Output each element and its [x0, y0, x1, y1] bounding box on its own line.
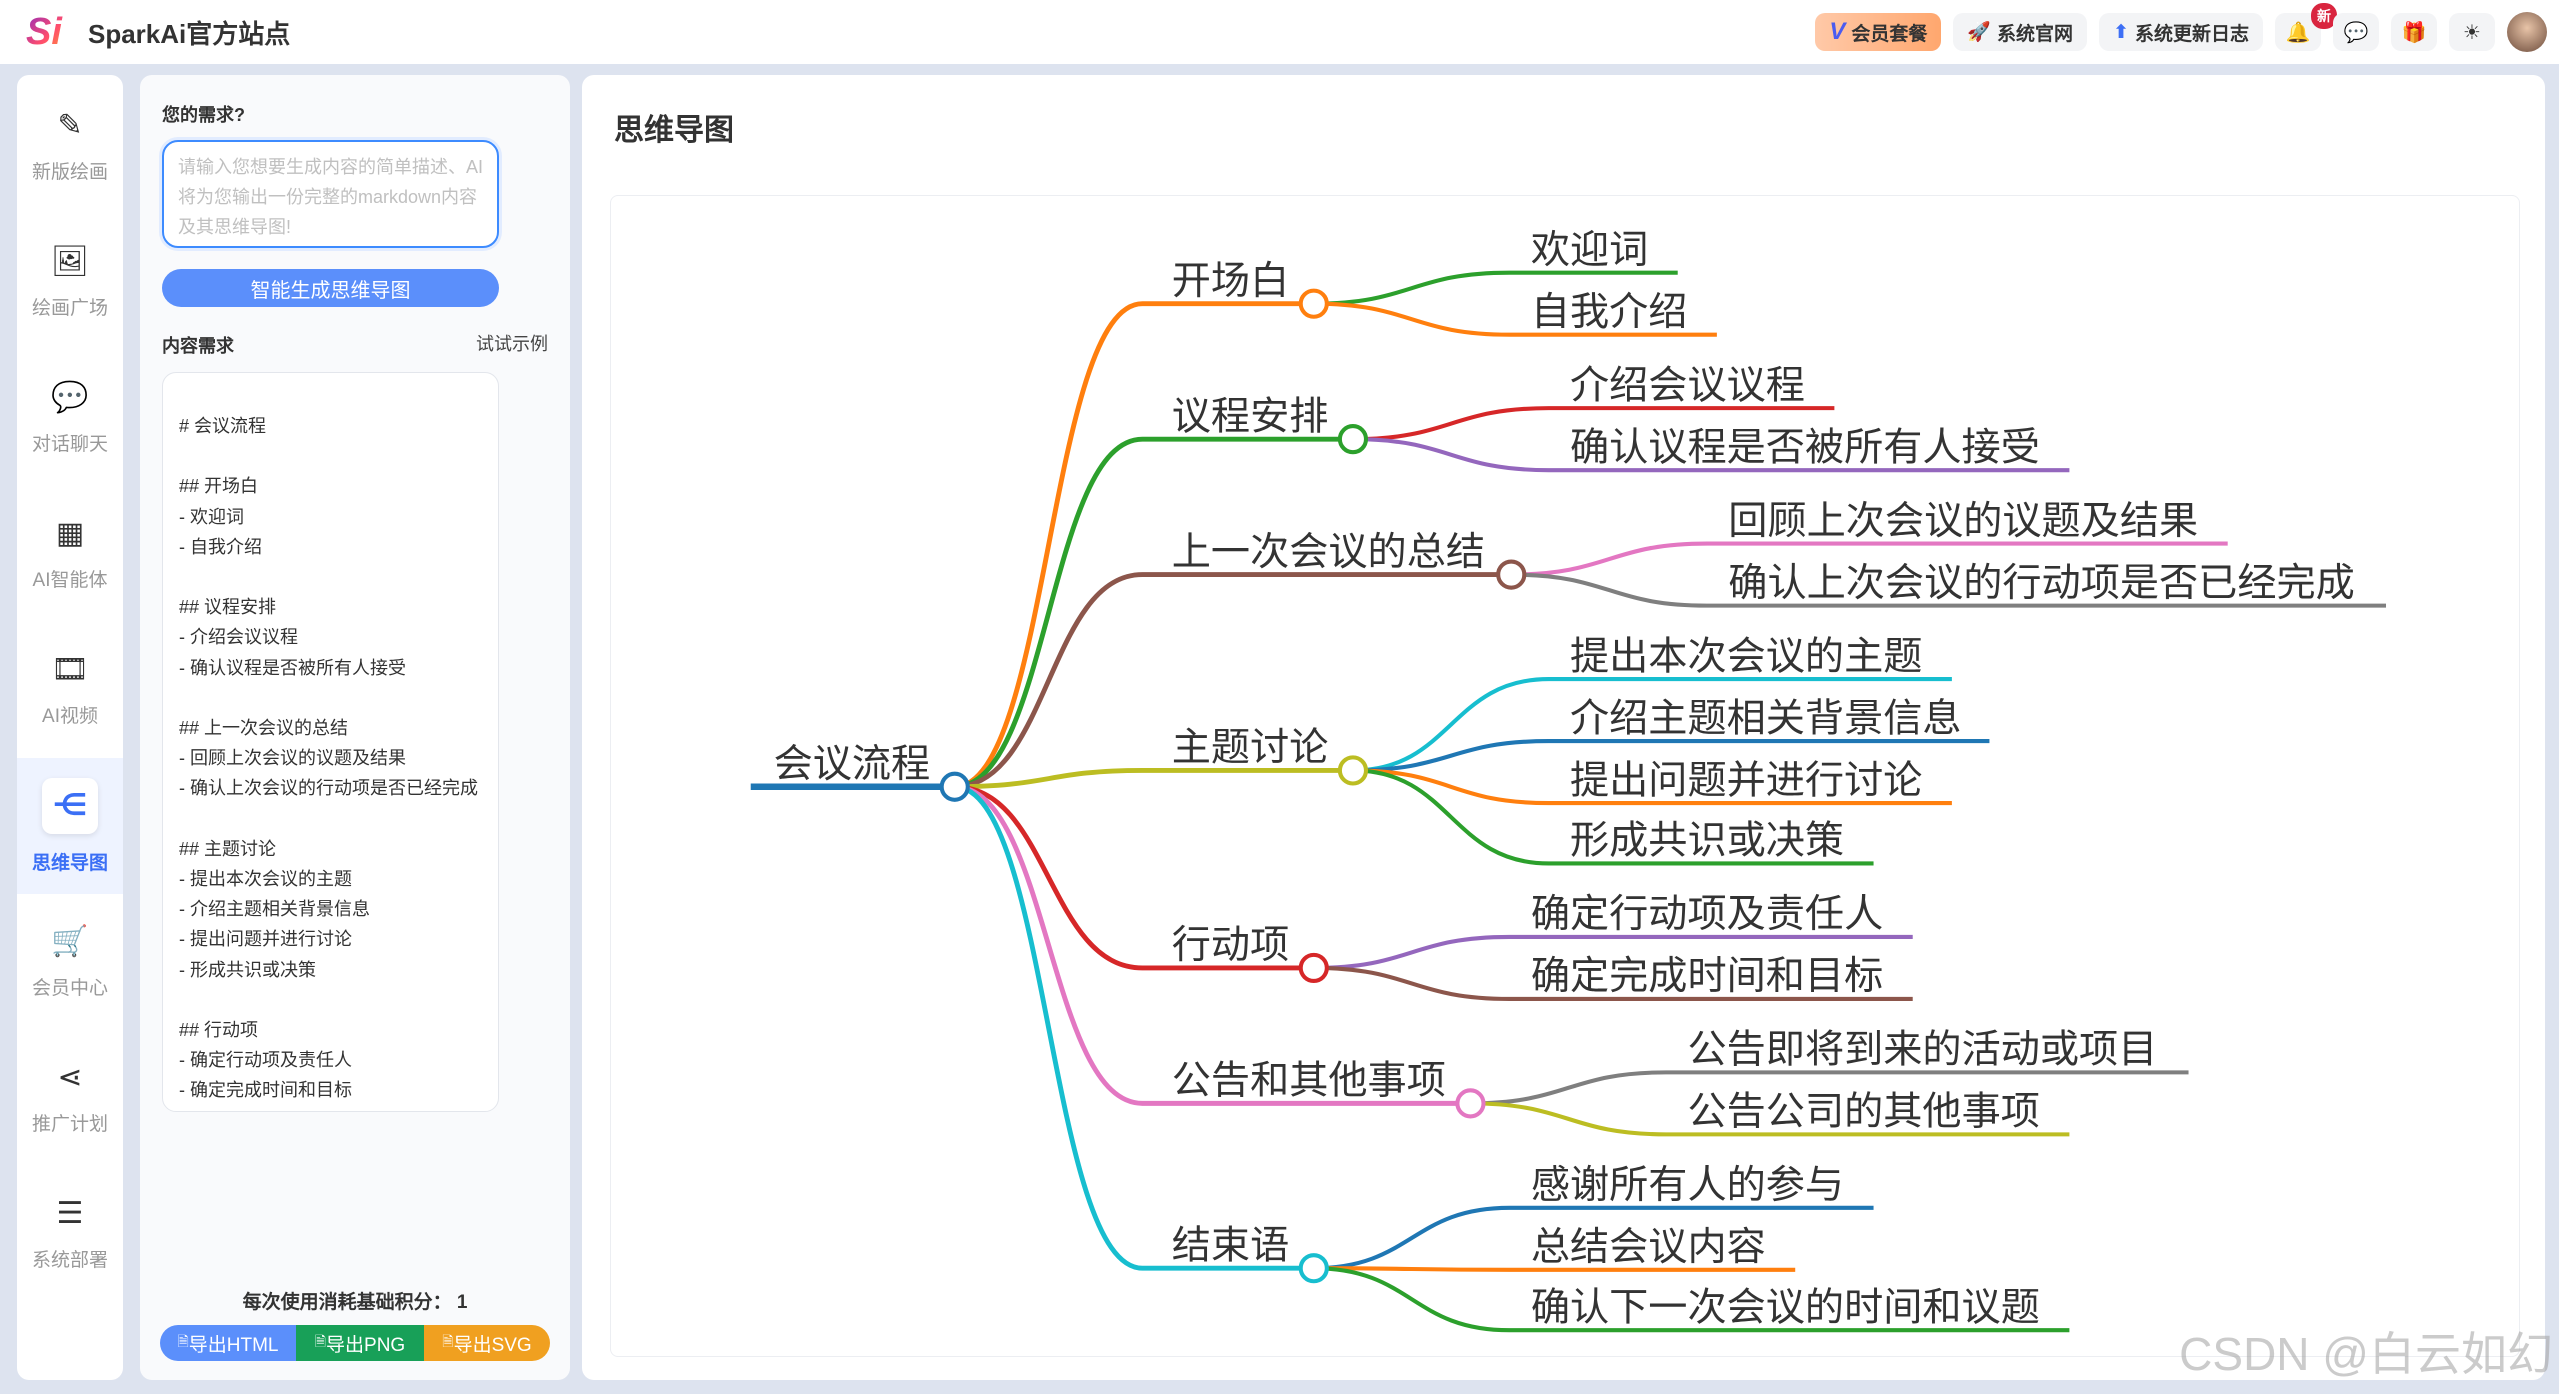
gift-icon: 🎁 — [2401, 21, 2427, 44]
sidebar-item-label: 会员中心 — [31, 978, 108, 999]
sidebar-icon: ▦ — [55, 517, 85, 550]
sidebar-item-1[interactable]: 🖼 绘画广场 — [17, 214, 123, 350]
official-site-button[interactable]: 🚀系统官网 — [1953, 13, 2088, 51]
sidebar-item-label: 推广计划 — [31, 1114, 108, 1135]
sun-icon: ☀ — [2463, 21, 2481, 44]
html-file-icon: 🗎 — [177, 1333, 189, 1349]
try-example-link[interactable]: 试试示例 — [476, 334, 548, 354]
sidebar-item-3[interactable]: ▦ AI智能体 — [17, 486, 123, 622]
sidebar-item-7[interactable]: ⋖ 推广计划 — [17, 1030, 123, 1166]
svg-file-icon: 🗎 — [442, 1333, 454, 1349]
sidebar-icon: 💬 — [51, 381, 89, 414]
sidebar-item-label: AI视频 — [42, 706, 98, 727]
gift-button[interactable]: 🎁 — [2391, 13, 2437, 51]
logo: Si — [26, 11, 76, 54]
wechat-icon: 💬 — [2343, 21, 2369, 44]
sidebar-item-label: AI智能体 — [32, 570, 108, 591]
export-html-button[interactable]: 🗎导出HTML — [160, 1325, 296, 1361]
watermark: CSDN @白云如幻 — [2179, 1328, 2553, 1380]
sidebar-item-6[interactable]: 🛒 会员中心 — [17, 894, 123, 1030]
sidebar-icon: 🛒 — [51, 925, 89, 958]
site-title: SparkAi官方站点 — [88, 18, 291, 49]
mindmap-canvas[interactable] — [610, 195, 2520, 1357]
sidebar-icon: ⋖ — [57, 1061, 83, 1094]
avatar[interactable] — [2507, 12, 2547, 52]
theme-toggle-button[interactable]: ☀ — [2449, 13, 2495, 51]
sidebar-item-2[interactable]: 💬 对话聊天 — [17, 350, 123, 486]
sidebar-item-8[interactable]: ☰ 系统部署 — [17, 1166, 123, 1302]
sidebar-item-label: 系统部署 — [31, 1250, 108, 1271]
sidebar-icon: 🖼 — [50, 245, 90, 278]
rocket-icon: 🚀 — [1967, 22, 1992, 43]
export-png-button[interactable]: 🗎导出PNG — [296, 1325, 424, 1361]
generate-mindmap-button[interactable]: 智能生成思维导图 — [162, 269, 499, 307]
changelog-button[interactable]: ⬆系统更新日志 — [2099, 13, 2263, 51]
wechat-button[interactable]: 💬 — [2333, 13, 2379, 51]
sidebar-item-5[interactable]: ⋲ 思维导图 — [17, 758, 123, 894]
requirement-input[interactable]: 请输入您想要生成内容的简单描述、AI将为您输出一份完整的markdown内容及其… — [162, 140, 499, 248]
sidebar-item-0[interactable]: ✎ 新版绘画 — [17, 78, 123, 214]
main-area: 思维导图 — [582, 75, 2545, 1380]
sidebar-item-label: 新版绘画 — [31, 162, 108, 183]
markdown-editor[interactable]: # 会议流程 ## 开场白 - 欢迎词 - 自我介绍 ## 议程安排 - 介绍会… — [162, 372, 499, 1112]
input-panel: 您的需求? 请输入您想要生成内容的简单描述、AI将为您输出一份完整的markdo… — [140, 75, 570, 1380]
sidebar-item-label: 对话聊天 — [31, 434, 108, 455]
vip-icon: V — [1829, 18, 1846, 45]
export-svg-button[interactable]: 🗎导出SVG — [424, 1325, 550, 1361]
upload-circle-icon: ⬆ — [2113, 21, 2129, 43]
sidebar-icon: ☰ — [56, 1197, 84, 1230]
notification-button[interactable]: 🔔新 — [2275, 3, 2337, 51]
content-label: 内容需求 — [162, 336, 234, 356]
new-badge: 新 — [2311, 3, 2337, 29]
sidebar-item-label: 思维导图 — [31, 852, 108, 874]
sidebar-item-4[interactable]: 🎞 AI视频 — [17, 622, 123, 758]
sidebar-icon: 🎞 — [50, 653, 90, 686]
page-title: 思维导图 — [614, 114, 734, 147]
cost-text: 每次使用消耗基础积分： 1 — [242, 1292, 468, 1313]
need-label: 您的需求? — [162, 105, 245, 125]
png-file-icon: 🗎 — [314, 1333, 327, 1349]
sidebar-item-label: 绘画广场 — [31, 298, 108, 319]
sidebar: ✎ 新版绘画 🖼 绘画广场 💬 对话聊天 ▦ AI智能体 🎞 AI视频 ⋲ 思维导图 🛒 会员中心 ⋖ 推广计… — [17, 75, 123, 1380]
sidebar-icon: ✎ — [57, 109, 83, 142]
sidebar-icon: ⋲ — [42, 777, 98, 834]
bell-icon: 🔔 — [2285, 21, 2311, 44]
